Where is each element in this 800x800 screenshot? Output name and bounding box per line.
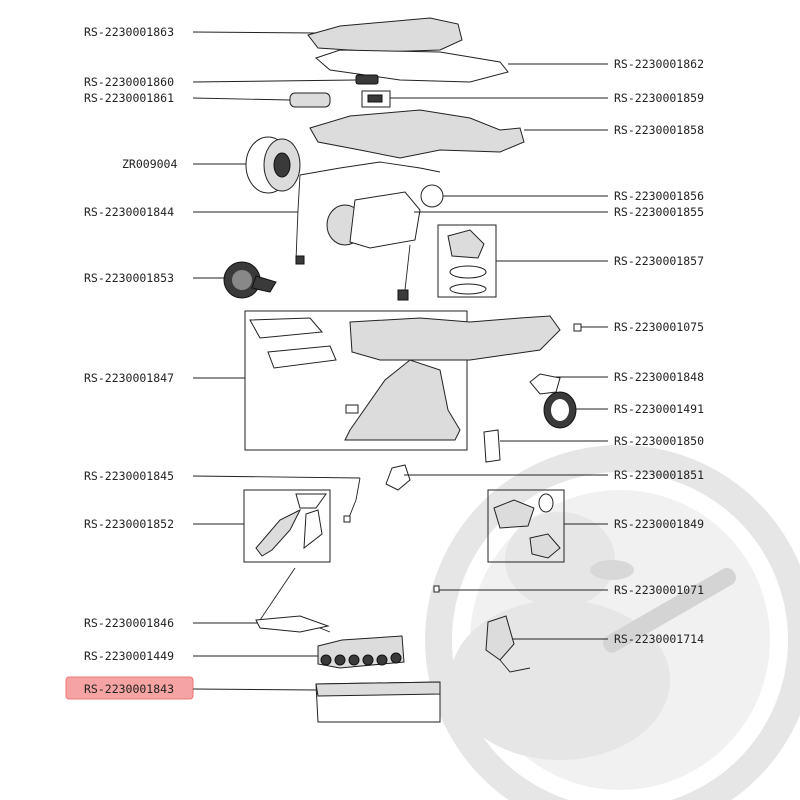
part-drawing-1853 [223, 261, 277, 299]
label-1851[interactable]: RS-2230001851 [614, 468, 704, 482]
part-drawing-1863 [307, 17, 509, 83]
group-box-1847 [244, 310, 468, 451]
label-1862[interactable]: RS-2230001862 [614, 57, 704, 71]
part-drawing-1860 [355, 74, 379, 85]
part-drawing-1849 [493, 493, 561, 559]
label-1849[interactable]: RS-2230001849 [614, 517, 704, 531]
label-1853[interactable]: RS-2230001853 [84, 271, 174, 285]
part-drawing-1714 [485, 615, 531, 673]
part-drawing-1846 [255, 567, 331, 633]
part-drawing-1848 [529, 373, 561, 395]
callouts-right: RS-2230001862 RS-2230001859 RS-223000185… [390, 57, 704, 646]
part-drawing-1855 [326, 191, 421, 301]
part-drawing-1844 [295, 161, 441, 265]
label-1857[interactable]: RS-2230001857 [614, 254, 704, 268]
part-drawing-1845 [343, 477, 361, 523]
label-1844[interactable]: RS-2230001844 [84, 205, 174, 219]
label-1852[interactable]: RS-2230001852 [84, 517, 174, 531]
group-box-1852 [243, 489, 331, 563]
part-drawing-1858 [309, 109, 525, 159]
part-drawing-zr009004 [245, 136, 301, 194]
label-1855[interactable]: RS-2230001855 [614, 205, 704, 219]
label-1071[interactable]: RS-2230001071 [614, 583, 704, 597]
part-drawing-1856 [420, 184, 444, 208]
part-drawing-1843 [315, 681, 441, 723]
label-1847[interactable]: RS-2230001847 [84, 371, 174, 385]
label-1859[interactable]: RS-2230001859 [614, 91, 704, 105]
part-drawing-1449 [317, 635, 405, 669]
part-drawing-1859 [361, 90, 391, 108]
label-1850[interactable]: RS-2230001850 [614, 434, 704, 448]
label-1861[interactable]: RS-2230001861 [84, 91, 174, 105]
label-1714[interactable]: RS-2230001714 [614, 632, 704, 646]
label-1863[interactable]: RS-2230001863 [84, 25, 174, 39]
part-drawing-1851 [385, 464, 411, 491]
label-1860[interactable]: RS-2230001860 [84, 75, 174, 89]
part-drawing-1075 [573, 323, 582, 332]
part-drawing-1861 [289, 92, 331, 108]
label-1491[interactable]: RS-2230001491 [614, 402, 704, 416]
group-box-1849 [487, 489, 565, 563]
part-drawing-1857 [447, 229, 487, 295]
highlight-1843 [65, 676, 194, 700]
label-1449[interactable]: RS-2230001449 [84, 649, 174, 663]
part-drawing-1491 [543, 391, 577, 429]
part-drawing-1071 [433, 585, 440, 593]
label-1858[interactable]: RS-2230001858 [614, 123, 704, 137]
callouts-left: RS-2230001863 RS-2230001860 RS-223000186… [65, 25, 361, 700]
label-1846[interactable]: RS-2230001846 [84, 616, 174, 630]
label-1075[interactable]: RS-2230001075 [614, 320, 704, 334]
part-drawing-1850 [483, 429, 501, 463]
label-1843[interactable]: RS-2230001843 [84, 682, 174, 696]
label-1845[interactable]: RS-2230001845 [84, 469, 174, 483]
label-1848[interactable]: RS-2230001848 [614, 370, 704, 384]
label-1856[interactable]: RS-2230001856 [614, 189, 704, 203]
watermark-logo [425, 445, 800, 800]
label-zr009004[interactable]: ZR009004 [122, 157, 177, 171]
part-drawing-1852 [255, 493, 327, 557]
part-drawing-1847 [249, 315, 561, 441]
